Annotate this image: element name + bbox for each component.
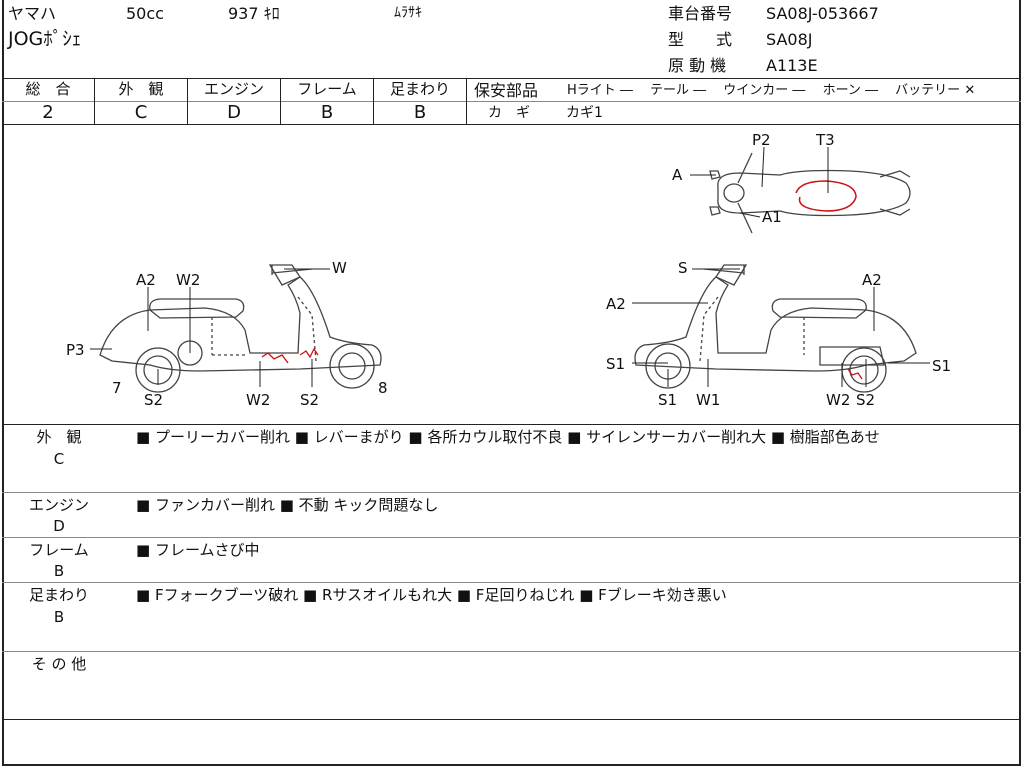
section-exterior-notes: ■ プーリーカバー削れ ■ レバーまがり ■ 各所カウル取付不良 ■ サイレンサ… (136, 428, 880, 446)
label-right-a2-right: A2 (862, 271, 882, 289)
grade-header-exterior: 外 観 (118, 80, 164, 98)
grade-suspension: B (413, 102, 427, 123)
engine-code: A113E (766, 56, 818, 75)
divider (94, 78, 95, 124)
damage-marks-left (261, 347, 319, 364)
grade-total: 2 (42, 102, 54, 123)
divider (2, 537, 1021, 538)
section-suspension-grade: B (53, 608, 65, 626)
divider (2, 78, 1021, 79)
label-right-s1-bottom: S1 (658, 391, 677, 409)
label-right-s2: S2 (856, 391, 875, 409)
leader-lines-left (90, 268, 330, 387)
section-engine-label: エンジン (28, 496, 89, 514)
label-right-a2-left: A2 (606, 295, 626, 313)
label-top-a: A (672, 166, 683, 184)
grade-header-engine: エンジン (203, 80, 264, 98)
grade-header-frame: フレーム (297, 80, 357, 98)
grade-engine: D (227, 102, 241, 123)
section-frame-notes: ■ フレームさび中 (136, 541, 260, 559)
label-left-s2: S2 (144, 391, 163, 409)
section-exterior-grade: C (53, 450, 65, 468)
key-value: カギ1 (566, 105, 603, 121)
scooter-right-view (634, 264, 917, 393)
displacement: 50cc (126, 4, 164, 23)
divider (2, 582, 1021, 583)
grade-exterior: C (134, 102, 148, 123)
section-engine-grade: D (53, 517, 65, 535)
divider (373, 78, 374, 124)
key-label: カ ギ (488, 105, 530, 121)
divider (2, 651, 1021, 652)
label-left-s2-bottom: S2 (300, 391, 319, 409)
damage-diagram: A2 W2 W P3 7 S2 W2 S2 8 P2 T3 A A1 (66, 131, 951, 409)
label-left-a2: A2 (136, 271, 156, 289)
leader-lines-top (690, 146, 829, 218)
divider (2, 492, 1021, 493)
label-right-s1-left: S1 (606, 355, 625, 373)
damage-mark-seat (795, 180, 857, 212)
divider (2, 719, 1021, 720)
leader-lines-right (632, 268, 930, 387)
maker-name: ヤマハ (8, 4, 57, 23)
engine-code-label: 原 動 機 (668, 56, 727, 75)
mileage: 937 ｷﾛ (228, 4, 280, 23)
safety-parts-items: Hライト ― テール ― ウインカー ― ホーン ― バッテリー ✕ (567, 83, 976, 98)
label-left-p3: P3 (66, 341, 85, 359)
divider (2, 124, 1021, 125)
section-engine-notes: ■ ファンカバー削れ ■ 不動 キック問題なし (136, 496, 439, 514)
section-suspension-notes: ■ Fフォークブーツ破れ ■ Rサスオイルもれ大 ■ F足回りねじれ ■ Fブレ… (136, 586, 727, 604)
label-left-w: W (332, 259, 347, 277)
label-right-s1-right: S1 (932, 357, 951, 375)
label-left-w2: W2 (176, 271, 200, 289)
frame-no-label: 車台番号 (668, 4, 733, 23)
color-name: ﾑﾗｻｷ (394, 5, 422, 21)
scooter-left-view (99, 264, 382, 393)
label-top-t3: T3 (815, 131, 835, 149)
divider (466, 78, 467, 124)
label-right-s: S (678, 259, 688, 277)
divider (2, 424, 1021, 425)
scooter-top-view (709, 152, 911, 234)
label-left-8: 8 (378, 379, 388, 397)
model-code: SA08J (766, 30, 813, 49)
frame-no: SA08J-053667 (766, 4, 879, 23)
label-left-w2-bottom: W2 (246, 391, 270, 409)
section-exterior-label: 外 観 (36, 428, 82, 446)
section-suspension-label: 足まわり (28, 586, 89, 604)
grade-header-total: 総 合 (25, 80, 71, 98)
grade-frame: B (320, 102, 334, 123)
divider (2, 101, 468, 102)
grade-header-suspension: 足まわり (389, 80, 450, 98)
model-name: JOGﾎﾟｼｪ (8, 28, 82, 50)
divider (468, 101, 1021, 102)
damage-mark-right (847, 368, 863, 380)
section-other-label: そ の 他 (31, 655, 87, 673)
model-code-label: 型 式 (668, 30, 733, 49)
divider (187, 78, 188, 124)
divider (280, 78, 281, 124)
label-right-w1: W1 (696, 391, 720, 409)
label-top-a1: A1 (762, 208, 782, 226)
section-frame-grade: B (53, 562, 65, 580)
section-frame-label: フレーム (29, 541, 89, 559)
label-right-w2: W2 (826, 391, 850, 409)
safety-parts-label: 保安部品 (474, 81, 539, 100)
label-top-p2: P2 (752, 131, 771, 149)
label-left-7: 7 (112, 379, 122, 397)
